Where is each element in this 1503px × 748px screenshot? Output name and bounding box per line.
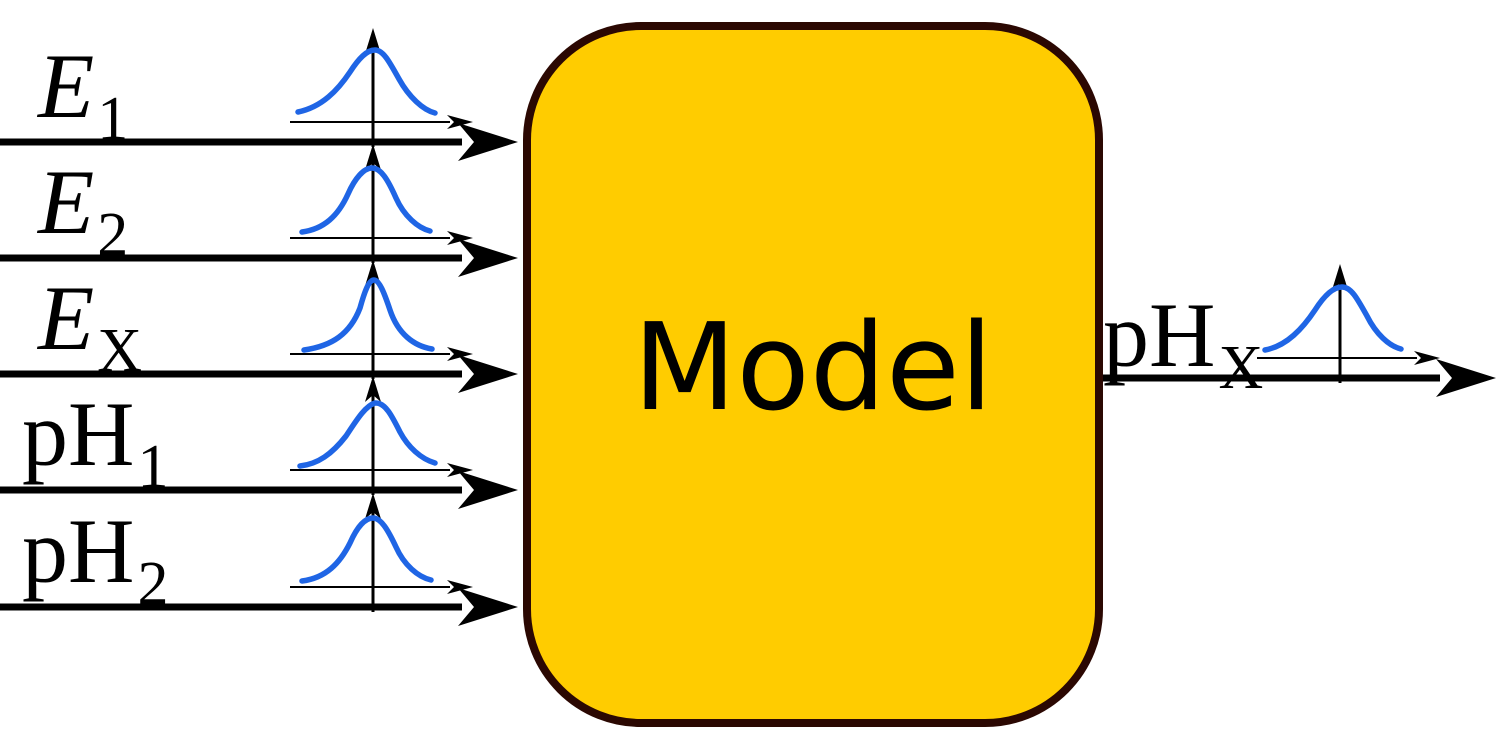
label-subscript: 1 — [137, 433, 169, 501]
gaussian-distribution-icon — [290, 28, 473, 147]
output-label-pHX: pHX — [1103, 289, 1263, 399]
input-arrow-1 — [0, 123, 518, 161]
model-box-label: Model — [632, 298, 994, 438]
model-box: Model — [523, 22, 1103, 727]
label-subscript: 2 — [137, 550, 169, 618]
label-subscript: X — [1218, 334, 1264, 402]
input-label-pH1: pH1 — [22, 388, 168, 498]
gaussian-distribution-icon — [290, 493, 473, 612]
label-subscript: X — [97, 317, 142, 385]
input-arrow-3 — [0, 355, 518, 393]
gaussian-distribution-icon — [290, 260, 473, 379]
input-label-EX: EX — [38, 272, 142, 382]
input-arrow-4 — [0, 471, 518, 509]
input-label-pH2: pH2 — [22, 505, 168, 615]
label-subscript: 2 — [97, 201, 129, 269]
label-main: E — [38, 35, 95, 137]
label-main: pH — [22, 500, 135, 602]
input-arrow-2 — [0, 239, 518, 277]
input-arrow-5 — [0, 588, 518, 626]
label-main: E — [38, 267, 95, 369]
output-arrow — [1098, 359, 1496, 397]
label-main: E — [38, 151, 95, 253]
label-subscript: 1 — [97, 85, 129, 153]
label-main: pH — [1103, 284, 1216, 386]
input-label-E2: E2 — [38, 156, 128, 266]
label-main: pH — [22, 383, 135, 485]
gaussian-distribution-icon — [290, 144, 473, 263]
input-label-E1: E1 — [38, 40, 128, 150]
gaussian-distribution-icon — [290, 376, 473, 495]
gaussian-distribution-icon — [1257, 264, 1440, 383]
